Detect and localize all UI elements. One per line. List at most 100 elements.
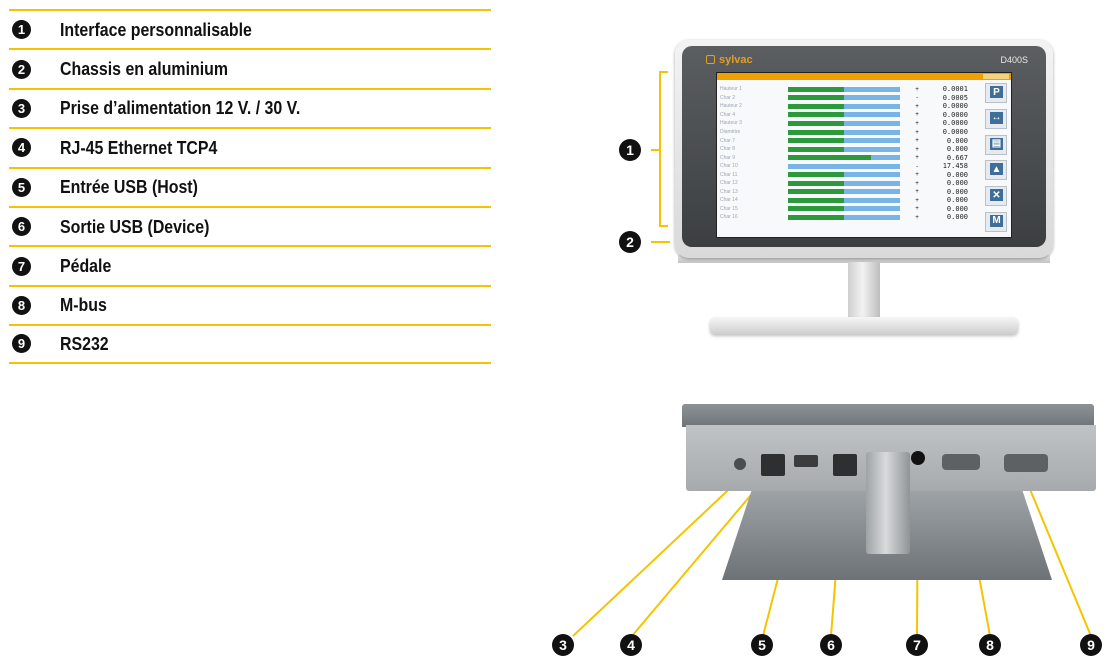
screen-side-button: P (985, 83, 1007, 103)
callout-line-3 (572, 477, 742, 637)
feature-row: 4 RJ-45 Ethernet TCP4 (9, 127, 491, 166)
feature-label: Sortie USB (Device) (60, 215, 210, 237)
channel-row: Char 10-17.458 (720, 162, 978, 171)
channel-sign: + (915, 154, 919, 162)
channel-value: 0.000 (946, 136, 968, 145)
channel-sign: + (915, 145, 919, 153)
channel-label: Char 14 (720, 197, 738, 204)
channel-label: Hauteur 3 (720, 120, 742, 127)
channel-value: 0.000 (946, 170, 968, 179)
channel-value: 0.000 (946, 179, 968, 188)
channel-row: Char 8 +0.000 (720, 145, 978, 154)
channel-sign: + (915, 179, 919, 187)
channel-value: 0.000 (946, 187, 968, 196)
channel-label: Char 15 (720, 205, 738, 212)
screen-side-button: ↔ (985, 108, 1007, 129)
channel-bar (788, 138, 900, 144)
power-jack-port (734, 458, 746, 470)
screen-side-button: ▲ (985, 160, 1007, 181)
channel-value: 0.0000 (942, 110, 968, 119)
feature-row: 7 Pédale (9, 245, 491, 284)
tolerance-icon: ▲ (990, 163, 1003, 176)
channel-bar (788, 112, 900, 118)
channel-row: Char 4+0.0000 (720, 111, 978, 120)
feature-label: Entrée USB (Host) (60, 176, 198, 198)
callout-badge-3: 3 (552, 634, 574, 656)
feature-row: 2 Chassis en aluminium (9, 48, 491, 87)
channel-bar-fill (788, 95, 844, 101)
channel-sign: + (915, 205, 919, 213)
callout-badge-1: 1 (619, 139, 641, 161)
memory-icon: M (990, 214, 1003, 227)
rj45-port (761, 454, 785, 476)
feature-label: RS232 (60, 332, 109, 354)
channel-row: Char 11+0.000 (720, 170, 978, 179)
channel-bar (788, 155, 900, 161)
channel-bar (788, 95, 900, 101)
channel-label: Char 8 (720, 146, 736, 153)
feature-row: 1 Interface personnalisable (9, 9, 491, 48)
channel-row: Char 15+0.000 (720, 205, 978, 214)
channel-value: 0.0005 (942, 93, 968, 102)
channel-label: Char 13 (720, 188, 738, 195)
channel-label: Char 11 (720, 171, 738, 178)
channel-value: 0.0000 (942, 128, 968, 136)
channel-row: Char 9 +0.667 (720, 153, 978, 162)
feature-row: 3 Prise d’alimentation 12 V. / 30 V. (9, 87, 491, 127)
callout-badge-2: 2 (619, 231, 641, 253)
usb-host-port (794, 455, 818, 467)
channel-bar (788, 189, 900, 195)
channel-sign: + (915, 196, 919, 204)
channel-bar-fill (788, 189, 844, 195)
channel-bar (788, 214, 900, 220)
channel-sign: - (915, 94, 919, 102)
screen-side-button: M (985, 211, 1007, 232)
feature-label: Prise d’alimentation 12 V. / 30 V. (60, 97, 301, 119)
channel-sign: + (915, 128, 919, 136)
feature-label: RJ-45 Ethernet TCP4 (60, 136, 218, 158)
channel-label: Char 10 (720, 163, 738, 170)
pedal-port (911, 451, 925, 465)
mbus-port (942, 454, 980, 470)
channel-bar-fill (788, 172, 844, 178)
model-label: D400S (1000, 55, 1028, 65)
channel-bar (788, 163, 900, 169)
channel-row: Char 13+0.000 (720, 188, 978, 197)
rear-top-cover (682, 404, 1094, 427)
feature-label: Pédale (60, 255, 112, 277)
channel-value: 0.000 (946, 196, 968, 205)
channel-row: Char 2 - 0.0005 (720, 94, 978, 103)
usb-device-port (833, 454, 857, 476)
connection-icon: ↔ (990, 111, 1003, 124)
channel-bar (788, 180, 900, 186)
callout-badge-5: 5 (751, 634, 773, 656)
channel-value: 0.667 (946, 153, 968, 162)
channel-bar-fill (788, 146, 844, 152)
callout-badge-8: 8 (979, 634, 1001, 656)
channel-value: 0.000 (946, 145, 968, 154)
channel-row: Hauteur 2+0.0000 (720, 102, 978, 111)
channel-bar (788, 129, 900, 135)
brand-name: sylvac (719, 54, 753, 66)
channel-row: Char 14 +0.000 (720, 196, 978, 205)
callout-badge-4: 4 (620, 634, 642, 656)
channel-bar (788, 103, 900, 109)
channel-label: Char 9 (720, 154, 736, 161)
callout-badge-6: 6 (820, 634, 842, 656)
feature-row: 8 M-bus (9, 284, 491, 324)
channel-value: 0.0000 (942, 102, 968, 111)
number-badge: 7 (12, 256, 31, 276)
callout-bracket-1 (651, 71, 668, 227)
channel-sign: + (915, 85, 919, 93)
channel-bar (788, 146, 900, 152)
channel-bar-fill (788, 155, 871, 161)
channel-label: Char 2 (720, 94, 736, 101)
screen-side-buttons: P↔▤▲✕M (985, 83, 1009, 238)
stand-foot (710, 317, 1018, 334)
feature-label: M-bus (60, 294, 107, 316)
callout-badge-7: 7 (906, 634, 928, 656)
channel-row: Diamètre+0.0000 (720, 128, 978, 137)
channel-sign: + (915, 111, 919, 119)
screen-side-button: ▤ (985, 134, 1007, 155)
